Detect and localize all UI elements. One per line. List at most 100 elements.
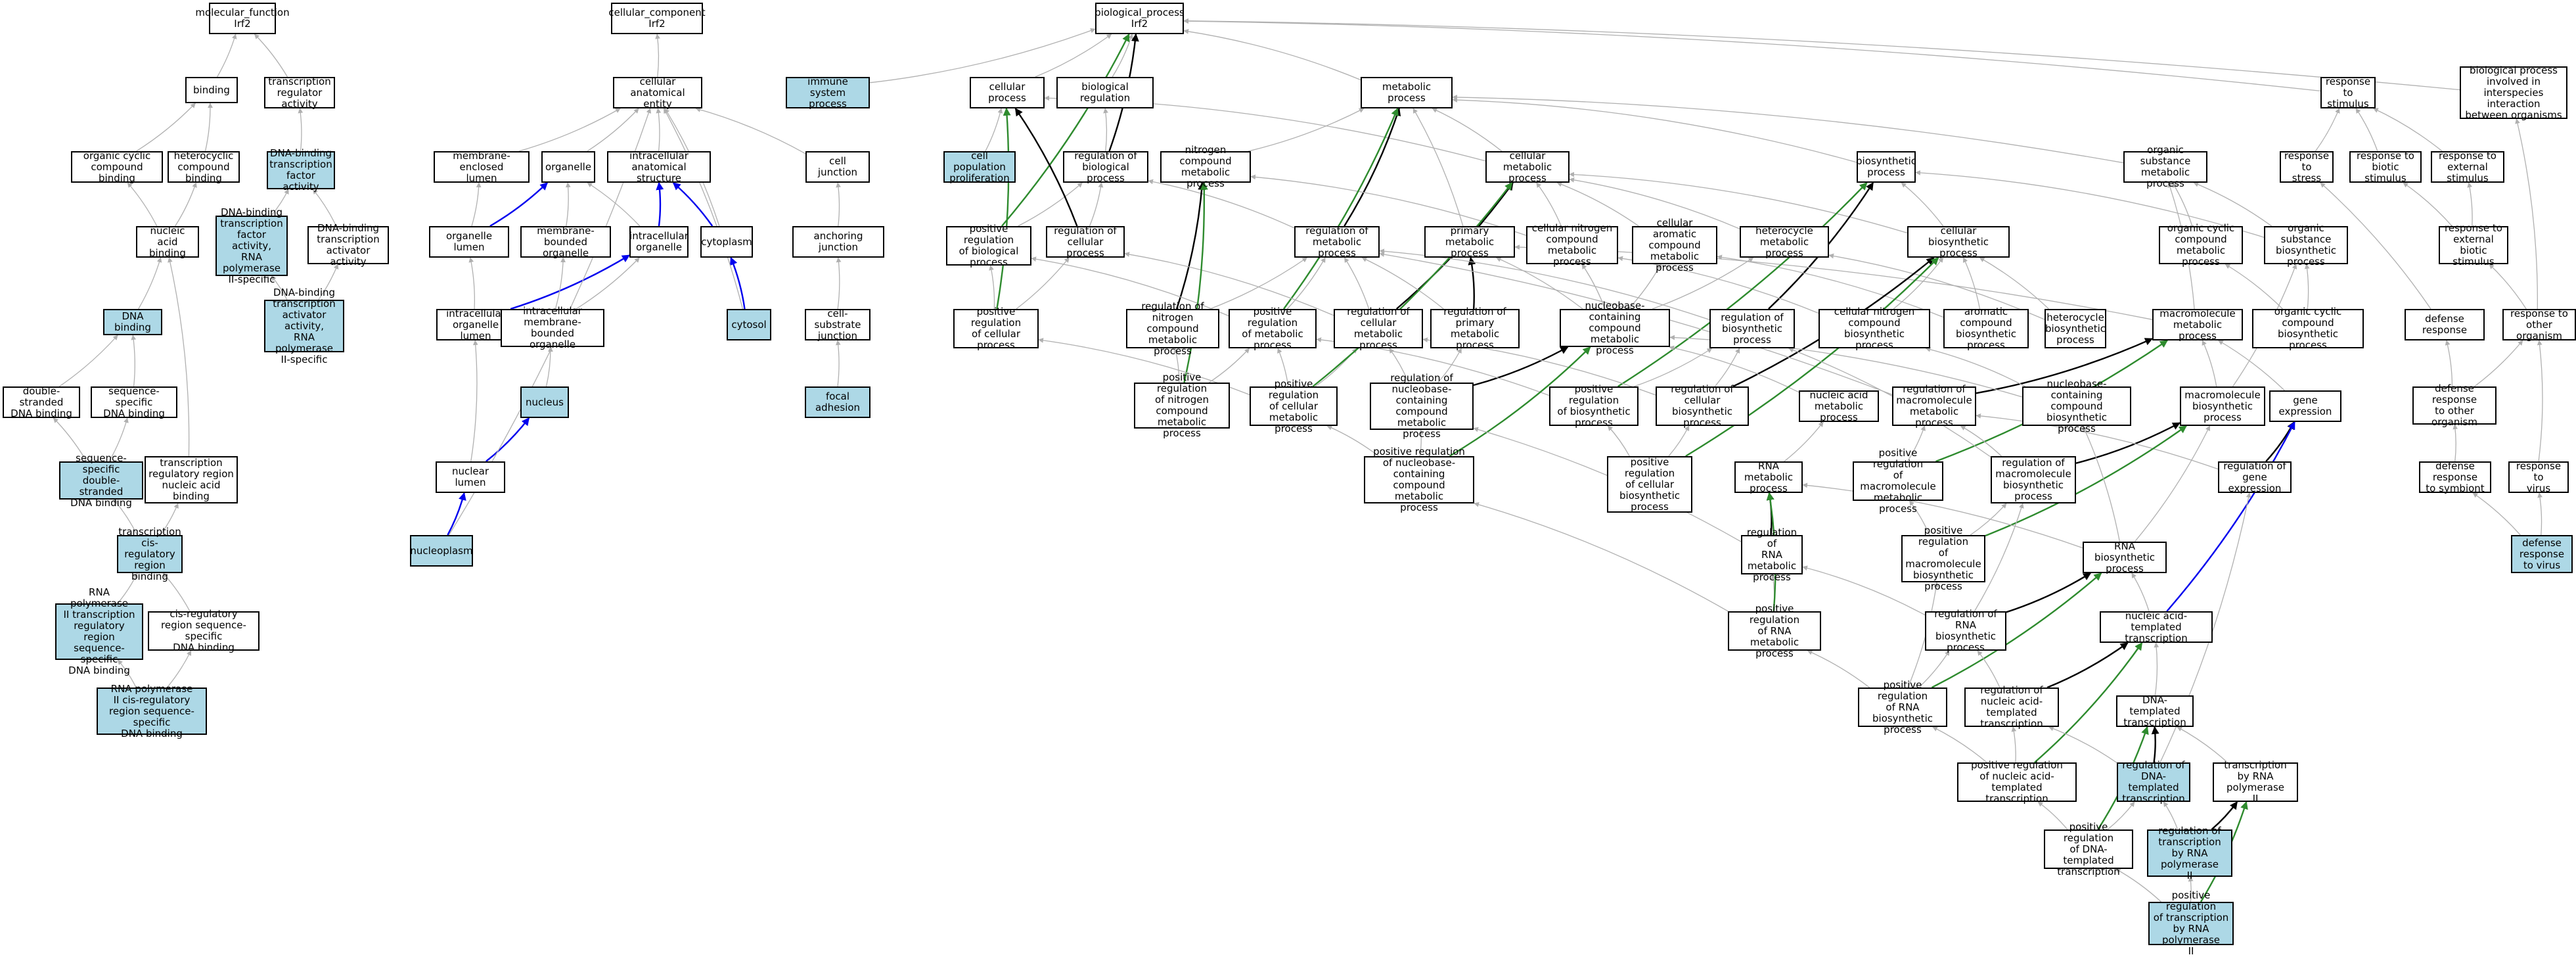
go-term-node-occmp[interactable]: organic cyclic compound metabolic proces… [2159, 223, 2243, 268]
go-term-node-rmp[interactable]: regulation of metabolic process [1294, 225, 1380, 258]
go-term-node-crrssdb[interactable]: cis-regulatory region sequence-specific … [148, 609, 260, 653]
go-term-node-dbtfa[interactable]: DNA-binding transcription factor activit… [267, 148, 335, 193]
go-term-node-dbtfa_pol2[interactable]: DNA-binding transcription factor activit… [215, 206, 288, 285]
go-term-node-prcmp[interactable]: positive regulation of cellular metaboli… [1250, 378, 1338, 434]
go-term-node-rtv[interactable]: response to virus [2508, 460, 2569, 494]
go-term-node-ssdna[interactable]: sequence-specific DNA binding [91, 385, 177, 419]
go-term-node-nab[interactable]: nucleic acid binding [136, 225, 199, 258]
go-term-node-dtt[interactable]: DNA-templated transcription [2116, 694, 2194, 728]
go-term-node-rebs[interactable]: response to external biotic stimulus [2439, 223, 2508, 268]
go-term-node-rmmp[interactable]: regulation of macromolecule metabolic pr… [1892, 384, 1976, 429]
go-term-node-pcp[interactable]: positive regulation of cellular process [953, 306, 1039, 351]
go-term-node-nbcbp[interactable]: nucleobase-containing compound biosynthe… [2022, 378, 2131, 434]
go-term-node-hmp[interactable]: heterocycle metabolic process [1740, 225, 1829, 258]
go-term-node-rtrp2[interactable]: regulation of transcription by RNA polym… [2147, 825, 2232, 881]
go-term-node-mp[interactable]: metabolic process [1361, 77, 1453, 108]
go-term-node-rbsp[interactable]: regulation of biosynthetic process [1709, 309, 1795, 348]
go-term-node-binding[interactable]: binding [185, 77, 238, 103]
go-term-node-prncmp[interactable]: positive regulation of nitrogen compound… [1134, 372, 1230, 439]
go-term-node-rmbp[interactable]: regulation of macromolecule biosynthetic… [1991, 456, 2076, 503]
go-term-node-drto[interactable]: defense response to other organism [2412, 383, 2497, 428]
go-term-node-rge[interactable]: regulation of gene expression [2218, 460, 2292, 494]
go-term-node-namp[interactable]: nucleic acid metabolic process [1799, 389, 1879, 423]
go-term-node-prrnabp[interactable]: positive regulation of RNA biosynthetic … [1858, 679, 1947, 735]
go-term-node-isp[interactable]: immune system process [786, 76, 870, 109]
go-term-node-cj[interactable]: cell junction [805, 151, 870, 183]
go-term-node-np[interactable]: nucleoplasm [410, 535, 473, 567]
go-term-node-ocb[interactable]: organic cyclic compound binding [71, 150, 163, 183]
go-term-node-rcmp[interactable]: regulation of cellular metabolic process [1334, 306, 1423, 351]
go-term-node-organelle[interactable]: organelle [541, 151, 595, 183]
go-term-node-pbsp[interactable]: positive regulation of biosynthetic proc… [1549, 384, 1638, 429]
go-term-node-cc[interactable]: cellular_component Irf2 [608, 3, 706, 34]
go-term-node-cae[interactable]: cellular anatomical entity [613, 76, 702, 109]
go-term-node-dsdna[interactable]: double-stranded DNA binding [3, 385, 80, 419]
go-term-node-rto[interactable]: response to other organism [2502, 308, 2576, 341]
go-term-node-cmp[interactable]: cellular metabolic process [1485, 150, 1570, 183]
go-term-node-rstress[interactable]: response to stress [2280, 150, 2334, 183]
go-term-node-ptrp2[interactable]: positive regulation of transcription by … [2148, 890, 2234, 957]
go-term-node-mbp[interactable]: macromolecule biosynthetic process [2180, 386, 2265, 426]
go-term-node-rnap2trr[interactable]: RNA polymerase II transcription regulato… [55, 587, 143, 676]
go-term-node-ssdsdna[interactable]: sequence-specific double-stranded DNA bi… [59, 452, 143, 508]
go-term-node-tcrrb[interactable]: transcription cis-regulatory region bind… [117, 526, 183, 582]
go-term-node-imbo[interactable]: intracellular membrane-bounded organelle [501, 306, 604, 350]
go-term-node-ol[interactable]: organelle lumen [429, 226, 509, 258]
go-term-node-rnbcmp[interactable]: regulation of nucleobase-containing comp… [1370, 373, 1474, 440]
go-term-node-hcb[interactable]: heterocyclic compound binding [168, 150, 240, 183]
go-term-node-cytosol[interactable]: cytosol [727, 309, 771, 340]
go-term-node-aj[interactable]: anchoring junction [792, 226, 884, 258]
go-term-node-nl[interactable]: nuclear lumen [436, 461, 505, 493]
go-term-node-prbp[interactable]: positive regulation of biological proces… [946, 223, 1031, 268]
go-term-node-ias[interactable]: intracellular anatomical structure [607, 150, 711, 183]
go-term-node-dnab[interactable]: DNA binding [103, 309, 162, 335]
go-term-node-rpmp[interactable]: regulation of primary metabolic process [1430, 306, 1520, 351]
go-term-node-prnbcmp[interactable]: positive regulation of nucleobase-contai… [1364, 446, 1474, 513]
go-term-node-cp[interactable]: cellular process [970, 77, 1045, 108]
go-term-node-fa[interactable]: focal adhesion [805, 386, 870, 418]
go-term-node-rbs[interactable]: response to biotic stimulus [2349, 150, 2422, 183]
go-term-node-bp[interactable]: biological_process Irf2 [1095, 3, 1185, 34]
go-term-node-rnap2crr[interactable]: RNA polymerase II cis-regulatory region … [97, 683, 207, 739]
go-term-node-rcbsp[interactable]: regulation of cellular biosynthetic proc… [1656, 384, 1749, 429]
go-term-node-rts[interactable]: response to stimulus [2320, 76, 2376, 109]
go-term-node-hbp[interactable]: heterocycle biosynthetic process [2045, 309, 2106, 348]
go-term-node-cncmp[interactable]: cellular nitrogen compound metabolic pro… [1526, 223, 1618, 268]
go-term-node-pcbsp[interactable]: positive regulation of cellular biosynth… [1607, 456, 1692, 513]
go-term-node-acbp[interactable]: aromatic compound biosynthetic process [1943, 306, 2029, 351]
go-term-node-nucleus[interactable]: nucleus [520, 386, 569, 418]
go-term-node-drtv[interactable]: defense response to virus [2511, 535, 2573, 573]
go-term-node-mbo[interactable]: membrane-bounded organelle [520, 225, 611, 258]
go-term-node-trp2[interactable]: transcription by RNA polymerase II [2213, 760, 2298, 805]
go-term-node-rrnabp[interactable]: regulation of RNA biosynthetic process [1925, 609, 2006, 653]
go-term-node-pdtt[interactable]: positive regulation of DNA-templated tra… [2044, 821, 2133, 877]
go-term-node-pmbp[interactable]: positive regulation of macromolecule bio… [1901, 525, 1985, 592]
go-term-node-osbp[interactable]: organic substance biosynthetic process [2264, 223, 2348, 268]
go-term-node-natt[interactable]: nucleic acid-templated transcription [2100, 610, 2213, 643]
go-term-node-bsp[interactable]: biosynthetic process [1856, 151, 1916, 183]
go-term-node-prmp[interactable]: positive regulation of metabolic process [1229, 306, 1317, 351]
go-term-node-cncbp[interactable]: cellular nitrogen compound biosynthetic … [1819, 306, 1930, 351]
go-term-node-dbtaa[interactable]: DNA-binding transcription activator acti… [307, 223, 389, 268]
go-term-node-csj[interactable]: cell-substrate junction [805, 308, 870, 341]
go-term-node-rdtt[interactable]: regulation of DNA-templated transcriptio… [2117, 760, 2190, 805]
go-term-node-nbcmp[interactable]: nucleobase-containing compound metabolic… [1560, 300, 1670, 356]
go-term-node-tra[interactable]: transcription regulator activity [264, 76, 335, 109]
go-term-node-rrnamp[interactable]: regulation of RNA metabolic process [1741, 526, 1803, 582]
go-term-node-cacmp[interactable]: cellular aromatic compound metabolic pro… [1632, 217, 1717, 273]
go-term-node-occbp[interactable]: organic cyclic compound biosynthetic pro… [2252, 306, 2364, 351]
go-term-node-dbtaa_pol2[interactable]: DNA-binding transcription activator acti… [264, 287, 344, 365]
go-term-node-bpio[interactable]: biological process involved in interspec… [2460, 64, 2567, 120]
go-term-node-cytoplasm[interactable]: cytoplasm [700, 226, 753, 258]
go-term-node-pnatt[interactable]: positive regulation of nucleic acid-temp… [1957, 760, 2077, 805]
go-term-node-mel[interactable]: membrane-enclosed lumen [434, 150, 530, 183]
go-term-node-osmp[interactable]: organic substance metabolic process [2123, 145, 2207, 189]
go-term-node-defr[interactable]: defense response [2405, 309, 2485, 340]
go-term-node-drts[interactable]: defense response to symbiont [2419, 460, 2491, 494]
go-term-node-pmp[interactable]: primary metabolic process [1424, 225, 1515, 258]
go-term-node-ncmp[interactable]: nitrogen compound metabolic process [1160, 145, 1251, 189]
go-term-node-prmmp[interactable]: positive regulation of macromolecule met… [1853, 448, 1943, 515]
go-term-node-io[interactable]: intracellular organelle [629, 226, 689, 258]
go-term-node-cbsp[interactable]: cellular biosynthetic process [1907, 225, 2010, 258]
go-term-node-rncmp[interactable]: regulation of nitrogen compound metaboli… [1126, 300, 1219, 356]
